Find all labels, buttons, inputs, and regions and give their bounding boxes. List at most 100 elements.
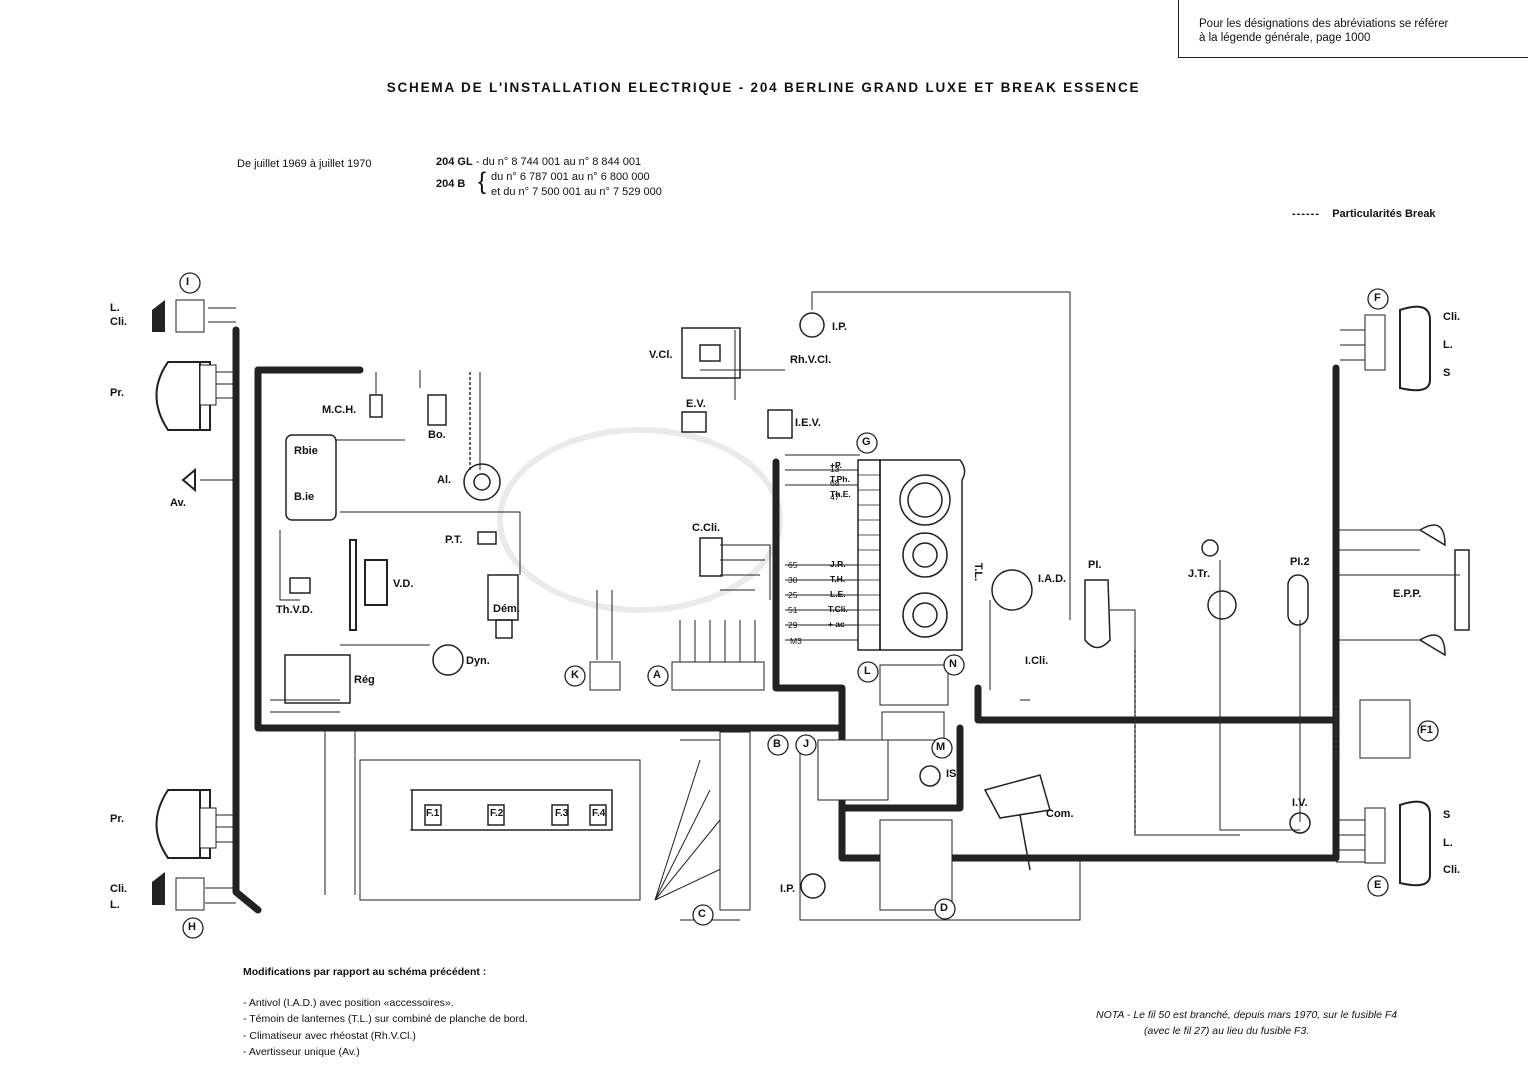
label-IP-top: I.P. (832, 321, 848, 333)
connector-C: C (698, 908, 706, 920)
ev-icon (681, 409, 793, 439)
label-EV: E.V. (686, 398, 706, 410)
connector-F: F (1374, 292, 1381, 304)
side-lamp-left-bottom-icon (152, 872, 165, 905)
label-Dem: Dém. (493, 603, 520, 615)
label-Com: Com. (1046, 808, 1074, 820)
label-MCH: M.C.H. (322, 404, 357, 416)
gauge-label-TPh: T.Ph. (830, 474, 850, 484)
watermark (497, 427, 783, 613)
label-IV: I.V. (1292, 797, 1308, 809)
plate-light-icon (1418, 524, 1470, 657)
gauge-wire-29: 29 (788, 620, 798, 630)
reference-note-line-2: à la légende générale, page 1000 (1199, 32, 1371, 44)
period: De juillet 1969 à juillet 1970 (237, 158, 372, 170)
interior-light-icon (1084, 579, 1111, 649)
thin-wires (200, 291, 1460, 921)
label-Reg: Rég (354, 674, 375, 686)
gauge-label-TH: T.H. (830, 574, 846, 584)
model-b-range-1: du n° 6 787 001 au n° 6 800 000 (491, 171, 650, 183)
main-harness (232, 326, 1340, 914)
connector-H: H (188, 921, 196, 933)
connector-G: G (862, 436, 871, 448)
label-right-bottom-S: S (1443, 809, 1451, 821)
label-fuse-3: F.3 (555, 808, 569, 819)
label-right-top-L: L. (1443, 339, 1453, 351)
ignition-switch-icon (991, 569, 1033, 611)
label-right-bottom-L: L. (1443, 837, 1453, 849)
label-Pr-top: Pr. (110, 387, 125, 399)
modification-item: - Témoin de lanternes (T.L.) sur combiné… (243, 1013, 528, 1025)
label-PT: P.T. (445, 534, 463, 546)
stop-switch-icon (919, 765, 941, 787)
flasher-unit-icon (699, 537, 723, 577)
fan-icon (349, 539, 388, 631)
modifications: Modifications par rapport au schéma préc… (243, 964, 528, 1061)
label-L-top: L. (110, 302, 120, 314)
model-gl-name: 204 GL (436, 156, 473, 168)
connector-D: D (940, 902, 948, 914)
gauge-wire-30: 30 (788, 575, 798, 585)
label-CCli: C.Cli. (692, 522, 721, 534)
gauge-wire-68: 68 (830, 478, 840, 488)
gauge-label-LE: L.E. (830, 589, 846, 599)
horn-icon (181, 467, 196, 493)
dynamo-icon (432, 644, 464, 676)
rear-lamp-top-icon (1399, 305, 1431, 392)
label-EPP: E.P.P. (1393, 588, 1422, 600)
label-RhVCl: Rh.V.Cl. (790, 354, 832, 366)
nota-line-2: (avec le fil 27) au lieu du fusible F3. (1144, 1025, 1310, 1037)
connector-E: E (1374, 879, 1382, 891)
label-Av: Av. (170, 497, 186, 509)
gauge-label-ac: + ac (828, 619, 845, 629)
label-TL: T.L. (972, 562, 985, 582)
legend-break: ------ Particularités Break (1292, 208, 1436, 220)
side-lamp-left-top-icon (152, 300, 165, 332)
modification-item: - Antivol (I.A.D.) avec position «access… (243, 996, 454, 1009)
modification-item: - Climatiseur avec rhéostat (Rh.V.Cl.) (243, 1029, 416, 1042)
gauge-wire-13: 13 (830, 464, 840, 474)
label-IS: IS (946, 768, 957, 780)
gauge-label-M3: M3 (790, 636, 802, 646)
label-IP-bottom: I.P. (780, 883, 796, 895)
label-Al: Al. (437, 474, 452, 486)
label-fuse-4: F.4 (592, 808, 606, 819)
connector-circle-markers (179, 272, 1439, 939)
label-right-top-Cli: Cli. (1443, 311, 1461, 323)
label-Pr-bottom: Pr. (110, 813, 125, 825)
label-right-bottom-Cli: Cli. (1443, 864, 1461, 876)
label-ThVD: Th.V.D. (276, 604, 313, 616)
oil-switch-bottom-icon (800, 873, 826, 899)
gauge-wire-25: 25 (788, 590, 798, 600)
gauge-wire-65: 65 (788, 560, 798, 570)
label-Cli-bottom: Cli. (110, 883, 128, 895)
label-IEV: I.E.V. (795, 417, 821, 429)
mch-icon (369, 394, 383, 418)
reference-note-line-1: Pour les désignations des abréviations s… (1199, 18, 1449, 30)
label-PI: PI. (1088, 559, 1102, 571)
model-b-name: 204 B (436, 178, 466, 190)
brace: { (478, 168, 487, 195)
label-right-top-S: S (1443, 367, 1451, 379)
label-IAD: I.A.D. (1038, 573, 1067, 585)
starter-icon (487, 574, 519, 639)
nota: NOTA - Le fil 50 est branché, depuis mar… (1096, 1007, 1397, 1039)
fuel-gauge-icon (1201, 539, 1237, 620)
model-gl-range: - du n° 8 744 001 au n° 8 844 001 (475, 156, 642, 168)
gauge-label-JR: J.R. (830, 559, 846, 569)
connector-N: N (949, 658, 957, 670)
connector-columns (589, 314, 1411, 911)
connector-A: A (653, 669, 661, 681)
gauge-label-TCli: T.Cli. (828, 604, 848, 614)
gauge-label-P: +P. (830, 460, 842, 470)
fuse-box-icon (411, 789, 613, 831)
regulator-icon (284, 654, 351, 704)
label-ICli: I.Cli. (1025, 655, 1049, 667)
combination-switch-icon (983, 774, 1051, 871)
battery-icon (285, 434, 337, 521)
modifications-heading: Modifications par rapport au schéma préc… (243, 966, 487, 978)
connector-K: K (571, 669, 579, 681)
label-Bie: B.ie (294, 491, 315, 503)
oil-switch-icon (799, 312, 825, 338)
label-L-bottom: L. (110, 899, 120, 911)
